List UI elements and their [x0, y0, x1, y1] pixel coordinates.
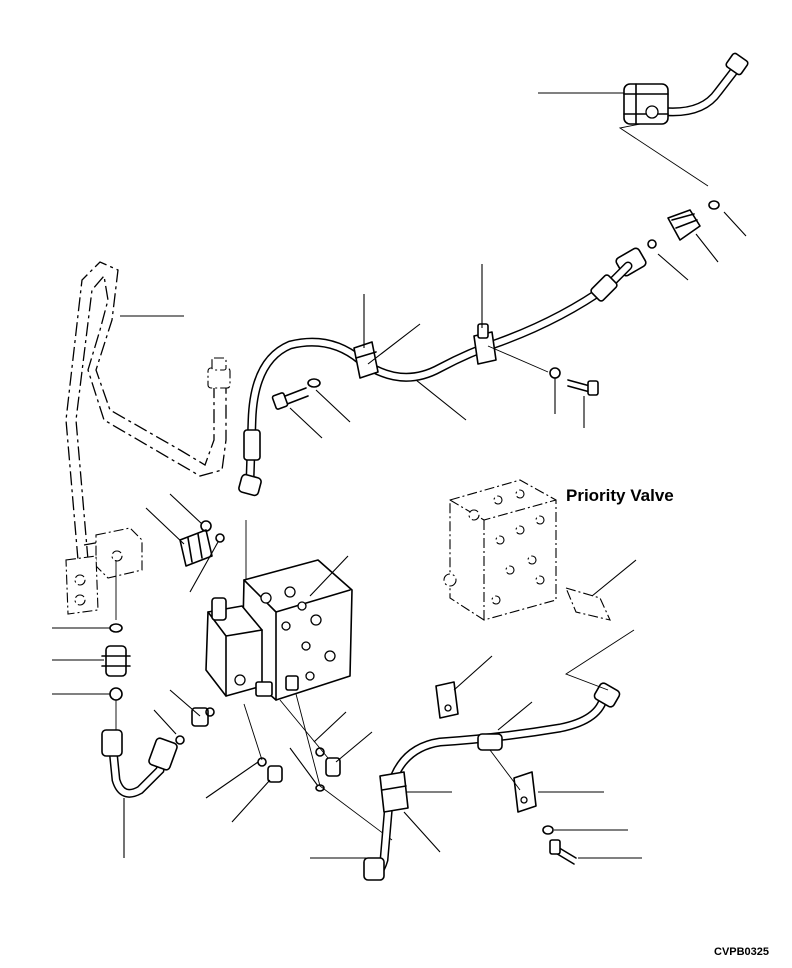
- drawing-code: CVPB0325: [714, 946, 770, 958]
- priority-valve-label: Priority Valve: [566, 486, 674, 505]
- clamps-upper: [353, 323, 549, 379]
- left-adapter-stack: [101, 560, 131, 740]
- main-hose-lower: [363, 629, 635, 881]
- manifold-block: [205, 520, 353, 701]
- left-elbow-fitting: [179, 520, 225, 567]
- main-hose-upper: [238, 261, 633, 497]
- lower-left-hose: [101, 729, 178, 798]
- ghost-tube-assembly: [65, 261, 231, 615]
- clamps-lower: [379, 681, 577, 865]
- elbow-fitting-top-right: [618, 52, 749, 187]
- leader-lines: [52, 92, 747, 859]
- small-fittings-middle: [175, 693, 393, 841]
- priority-valve: [443, 479, 611, 621]
- bolts-washers-upper: [271, 367, 599, 410]
